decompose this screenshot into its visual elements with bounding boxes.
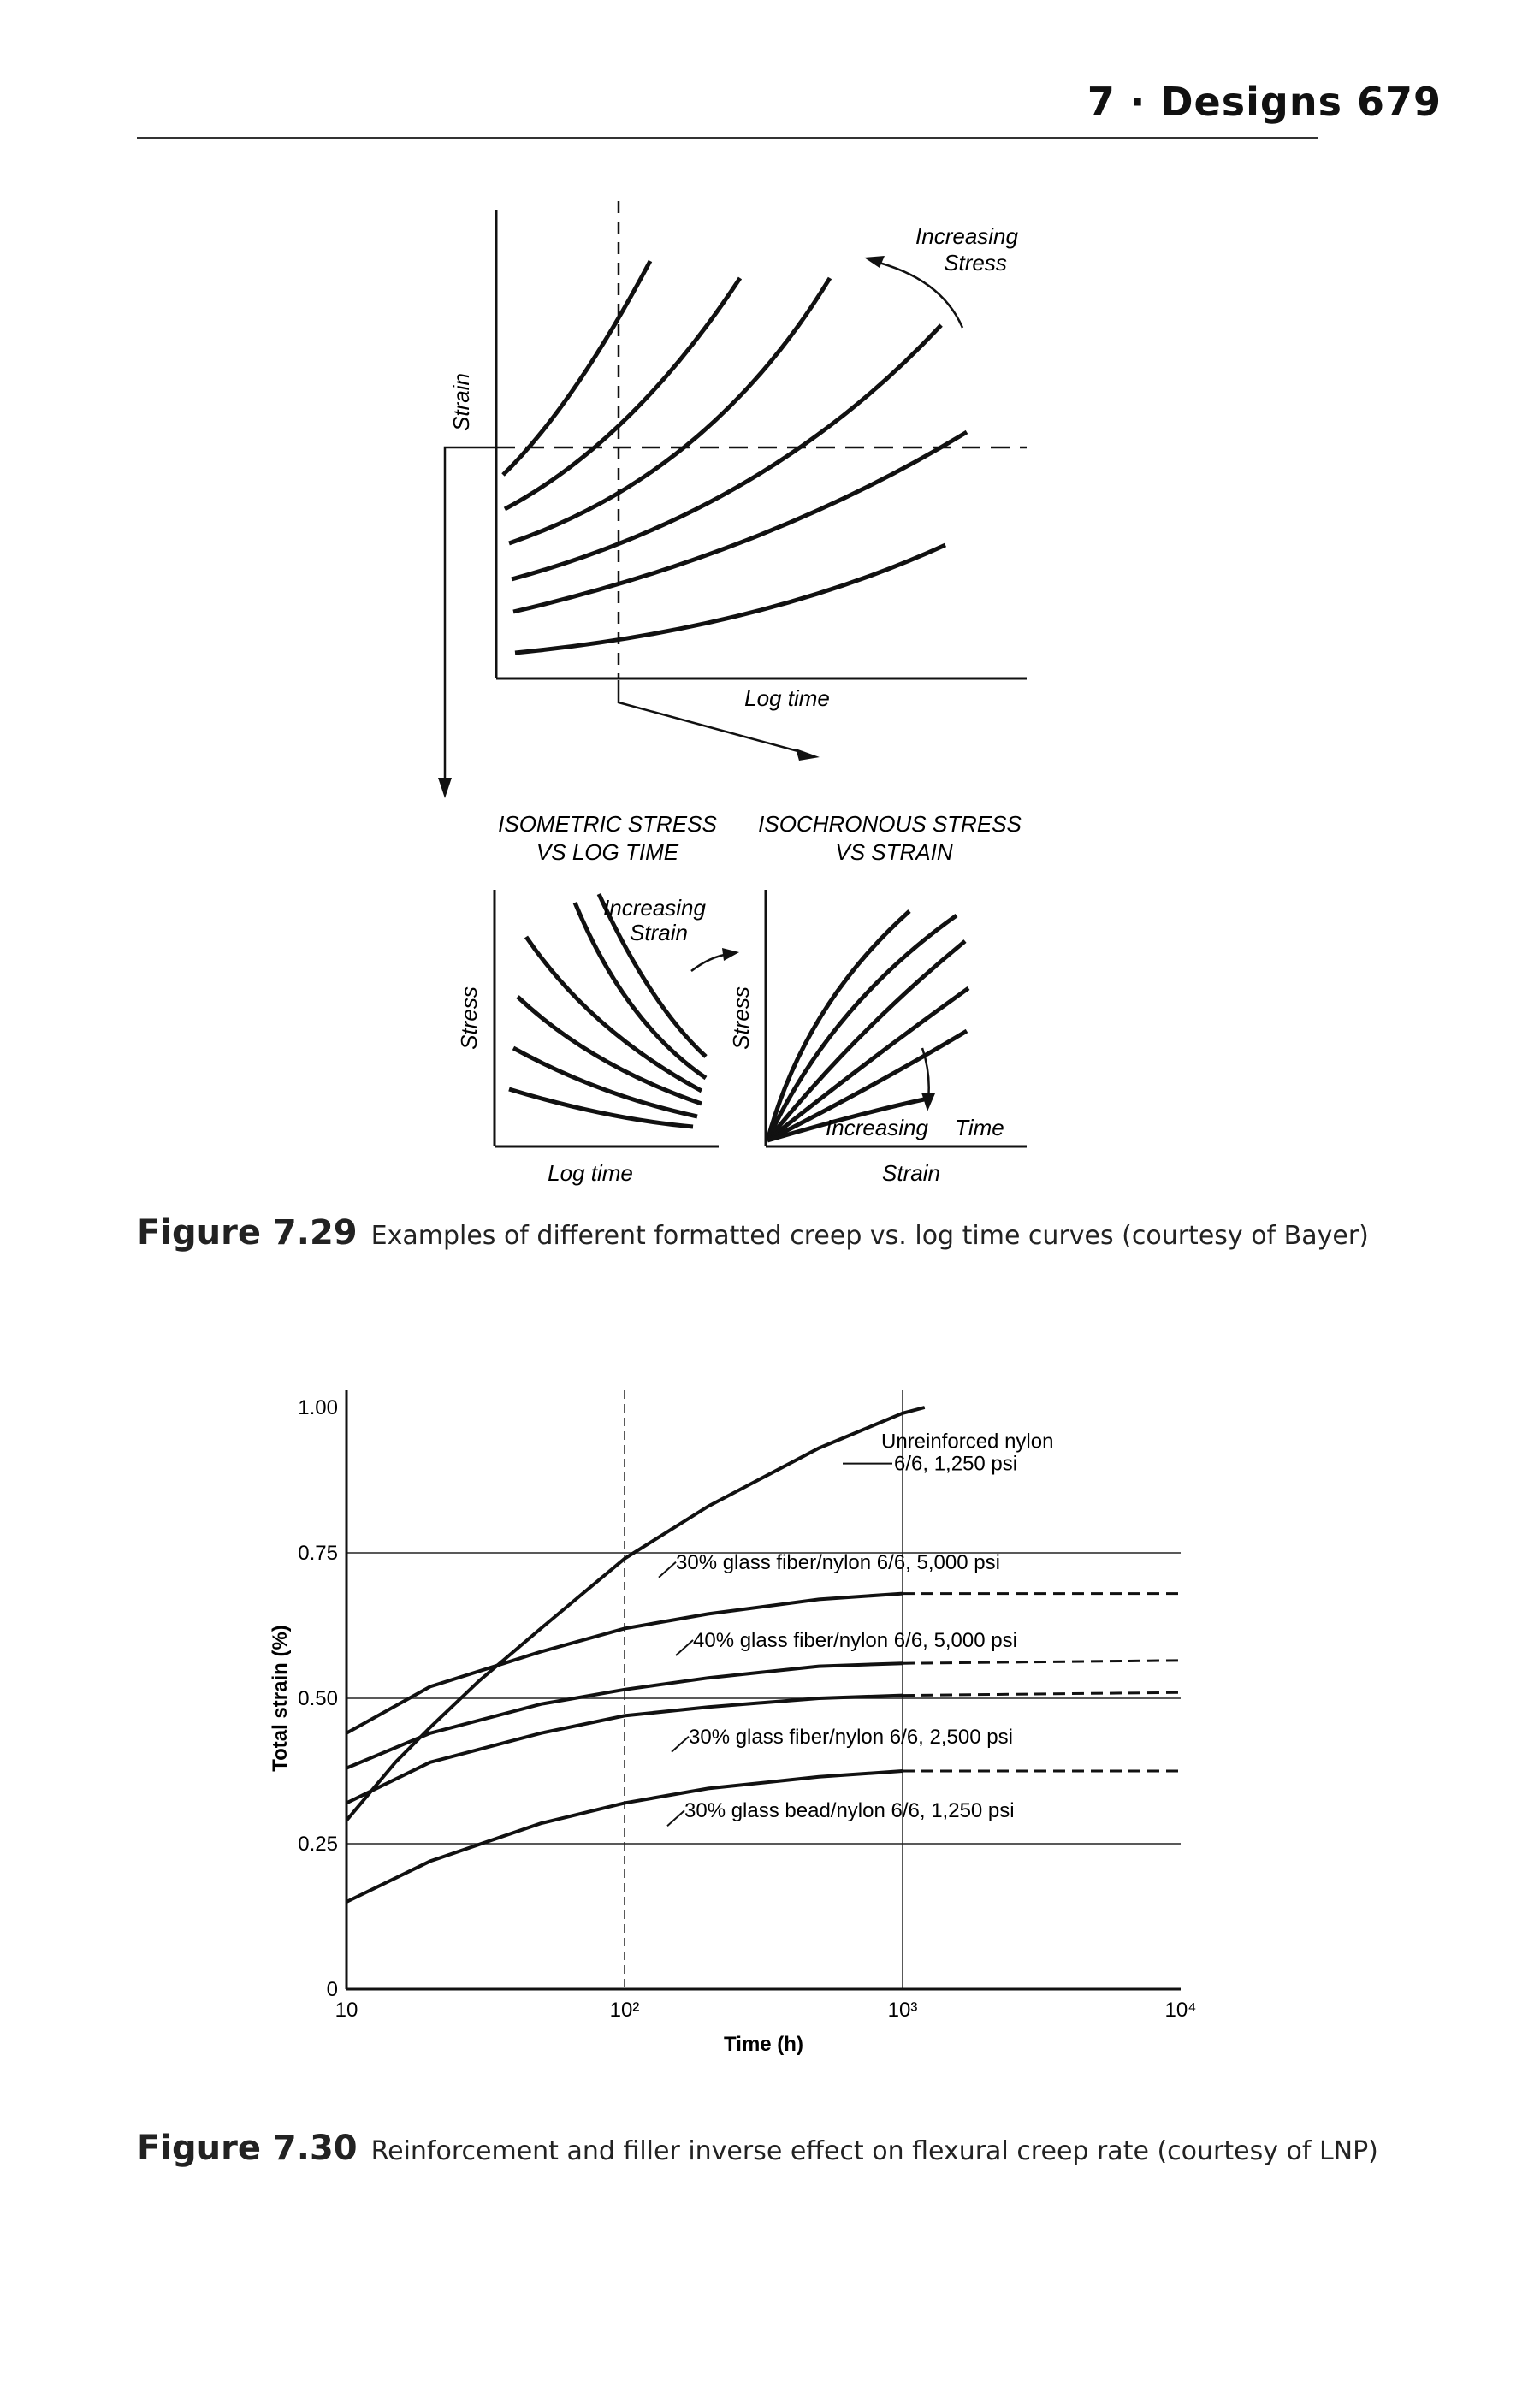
isochronous-curve-3 bbox=[766, 939, 967, 1142]
isometric-curve-4 bbox=[516, 995, 702, 1106]
isometric-curve-6 bbox=[508, 1087, 694, 1129]
isochronous-curve-4 bbox=[766, 986, 970, 1142]
isochronous-curve-6 bbox=[767, 1097, 925, 1143]
series-leader bbox=[666, 1810, 685, 1827]
right-panel-title-1: ISOCHRONOUS STRESS bbox=[758, 811, 1022, 837]
series-leader bbox=[675, 1639, 694, 1656]
page-header: 7 · Designs 679 bbox=[0, 0, 1540, 163]
left-xlabel: Log time bbox=[548, 1160, 633, 1186]
x-tick-label: 10 bbox=[335, 1999, 358, 2022]
increasing-stress-label-2: Stress bbox=[944, 250, 1007, 275]
series-label: 30% glass fiber/nylon 6/6, 2,500 psi bbox=[689, 1726, 1013, 1749]
series-extrapolation bbox=[902, 1691, 1182, 1697]
left-panel-title-2: VS LOG TIME bbox=[536, 839, 679, 865]
stress-curve-4 bbox=[511, 323, 943, 582]
y-tick-label: 0.50 bbox=[298, 1687, 338, 1710]
running-head: 7 · Designs 679 bbox=[1087, 79, 1442, 125]
left-panel: Increasing Strain Stress Log time bbox=[456, 890, 739, 1186]
series-line bbox=[346, 1661, 903, 1770]
left-ylabel: Stress bbox=[456, 986, 482, 1050]
figure-7-30-caption-text: Reinforcement and filler inverse effect … bbox=[370, 2136, 1378, 2166]
strain-projection-head bbox=[438, 778, 452, 798]
x-tick-label: 10⁴ bbox=[1164, 1999, 1196, 2022]
y-tick-label: 0.75 bbox=[298, 1542, 338, 1565]
series-label: 6/6, 1,250 psi bbox=[894, 1453, 1017, 1476]
figure-7-30-caption: Figure 7.30 Reinforcement and filler inve… bbox=[137, 2129, 1378, 2168]
series-leader bbox=[658, 1561, 677, 1578]
figure-7-29-caption-text: Examples of different formatted creep vs… bbox=[370, 1221, 1369, 1251]
series-label: 30% glass bead/nylon 6/6, 1,250 psi bbox=[684, 1799, 1015, 1822]
stress-curve-6 bbox=[514, 542, 947, 655]
series-extrapolation bbox=[902, 1659, 1182, 1665]
increasing-stress-arrow bbox=[872, 259, 964, 329]
isochronous-curve-1 bbox=[765, 909, 911, 1141]
y-tick-label: 0 bbox=[327, 1978, 338, 2001]
figure-7-29: Increasing Stress Strain Log time ISOMET… bbox=[438, 201, 1027, 1186]
log-time-projection-head bbox=[796, 749, 820, 761]
stress-curve-2 bbox=[503, 276, 743, 512]
x-tick-label: 10³ bbox=[888, 1999, 918, 2022]
series-label: 30% glass fiber/nylon 6/6, 5,000 psi bbox=[676, 1551, 1000, 1574]
figure-7-29-caption: Figure 7.29 Examples of different formatt… bbox=[137, 1213, 1369, 1253]
top-xlabel: Log time bbox=[744, 685, 830, 711]
series-line bbox=[346, 1769, 903, 1904]
series-line bbox=[346, 1693, 903, 1805]
isochronous-curve-5 bbox=[766, 1028, 968, 1143]
increasing-strain-arrowhead bbox=[722, 948, 739, 961]
log-time-projection bbox=[617, 680, 805, 755]
series-line bbox=[345, 1406, 926, 1822]
right-ylabel: Stress bbox=[728, 986, 754, 1050]
figure-7-30-caption-label: Figure 7.30 bbox=[137, 2129, 358, 2168]
isochronous-curve-2 bbox=[765, 913, 958, 1142]
series-label: Unreinforced nylon bbox=[881, 1430, 1053, 1454]
increasing-strain-label-2: Strain bbox=[630, 920, 688, 945]
increasing-stress-label-1: Increasing bbox=[915, 223, 1018, 249]
isometric-curve-5 bbox=[512, 1045, 698, 1119]
right-panel-title-2: VS STRAIN bbox=[835, 839, 952, 865]
isometric-curve-2 bbox=[572, 902, 708, 1081]
top-ylabel: Strain bbox=[448, 373, 474, 431]
stress-curve-5 bbox=[512, 429, 968, 614]
left-panel-title-1: ISOMETRIC STRESS bbox=[498, 811, 717, 837]
increasing-time-label-1: Increasing bbox=[826, 1115, 928, 1140]
series-leader bbox=[671, 1736, 690, 1753]
top-panel: Increasing Stress Strain Log time bbox=[438, 201, 1027, 798]
series-label: 40% glass fiber/nylon 6/6, 5,000 psi bbox=[693, 1629, 1017, 1652]
y-tick-label: 1.00 bbox=[298, 1396, 338, 1419]
increasing-time-arrowhead bbox=[921, 1093, 935, 1111]
increasing-time-label-2: Time bbox=[955, 1115, 1004, 1140]
stress-curve-1 bbox=[501, 259, 653, 477]
right-panel: Increasing Time Stress Strain bbox=[728, 890, 1027, 1186]
isometric-curve-3 bbox=[524, 935, 703, 1093]
figure-7-29-caption-label: Figure 7.29 bbox=[137, 1213, 358, 1253]
x-tick-label: 10² bbox=[610, 1999, 640, 2022]
stress-curve-3 bbox=[508, 276, 832, 546]
y-tick-label: 0.25 bbox=[298, 1833, 338, 1856]
figure-7-30-chart: 0 0.25 0.50 0.75 1.00 10 10² 10³ 10⁴ Time (h) Tota… bbox=[269, 1390, 1197, 2056]
right-xlabel: Strain bbox=[882, 1160, 940, 1186]
y-axis-label: Total strain (%) bbox=[269, 1625, 292, 1772]
increasing-strain-label-1: Increasing bbox=[603, 895, 706, 921]
header-rule bbox=[137, 137, 1318, 139]
x-axis-label: Time (h) bbox=[724, 2033, 803, 2056]
isometric-curve-1 bbox=[596, 892, 708, 1058]
increasing-stress-arrowhead bbox=[864, 256, 885, 268]
series-line bbox=[346, 1591, 903, 1735]
strain-projection bbox=[443, 446, 496, 783]
